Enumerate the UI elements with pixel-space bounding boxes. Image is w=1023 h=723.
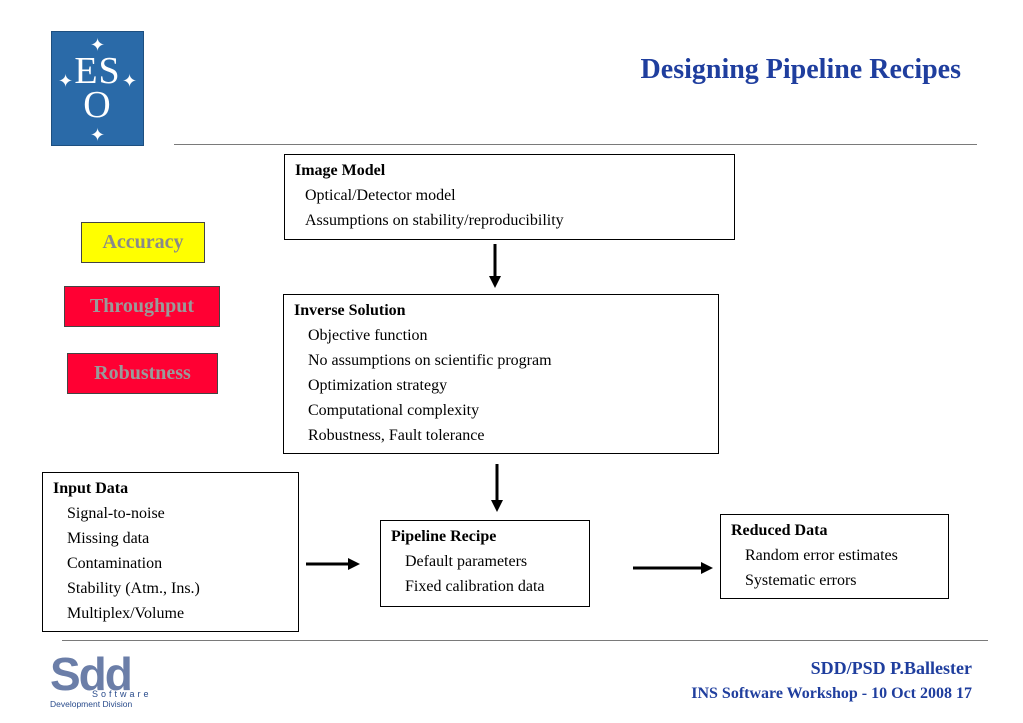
list-item: Optical/Detector model: [305, 187, 456, 204]
sdd-division-text: Development Division: [50, 699, 133, 709]
arrow-right-icon: [306, 557, 360, 571]
list-item: Random error estimates: [745, 547, 898, 564]
inverse-solution-box: Inverse Solution Objective function No a…: [283, 294, 719, 454]
list-item: Objective function: [308, 327, 428, 344]
footer-event: INS Software Workshop - 10 Oct 2008 17: [691, 685, 972, 702]
bottom-divider: [62, 640, 988, 641]
input-data-box: Input Data Signal-to-noise Missing data …: [42, 472, 299, 632]
list-item: Default parameters: [405, 553, 528, 570]
sdd-letters: Sdd: [50, 648, 133, 700]
list-item: Signal-to-noise: [67, 505, 165, 522]
sdd-software-text: Software: [92, 689, 152, 699]
top-divider: [174, 144, 977, 145]
box-title: Inverse Solution: [294, 302, 406, 319]
list-item: Robustness, Fault tolerance: [308, 427, 485, 444]
list-item: Assumptions on stability/reproducibility: [305, 212, 564, 229]
list-item: Fixed calibration data: [405, 578, 545, 595]
robustness-tag: Robustness: [67, 353, 218, 394]
box-title: Pipeline Recipe: [391, 528, 497, 545]
pipeline-recipe-box: Pipeline Recipe Default parameters Fixed…: [380, 520, 590, 607]
star-icon: ✦: [122, 71, 138, 91]
star-icon: ✦: [58, 71, 74, 91]
footer-author: SDD/PSD P.Ballester: [810, 658, 972, 678]
arrow-down-icon: [490, 464, 504, 512]
star-icon: ✦: [90, 125, 106, 145]
sdd-logo: Sdd Software Development Division: [50, 648, 162, 710]
box-title: Input Data: [53, 480, 129, 497]
eso-letters-top: ES: [74, 50, 121, 92]
list-item: No assumptions on scientific program: [308, 352, 552, 369]
reduced-data-box: Reduced Data Random error estimates Syst…: [720, 514, 949, 599]
throughput-tag: Throughput: [64, 286, 220, 327]
eso-logo: ✦ ✦ ✦ ✦ ES O: [51, 31, 144, 146]
list-item: Missing data: [67, 530, 150, 547]
accuracy-tag: Accuracy: [81, 222, 205, 263]
list-item: Stability (Atm., Ins.): [67, 580, 200, 597]
eso-letters-bottom: O: [83, 84, 112, 126]
list-item: Optimization strategy: [308, 377, 448, 394]
page-title: Designing Pipeline Recipes: [640, 54, 961, 85]
box-title: Image Model: [295, 162, 386, 179]
image-model-box: Image Model Optical/Detector model Assum…: [284, 154, 735, 240]
box-title: Reduced Data: [731, 522, 828, 539]
arrow-down-icon: [488, 244, 502, 288]
arrow-right-icon: [633, 561, 713, 575]
list-item: Contamination: [67, 555, 163, 572]
star-icon: ✦: [90, 35, 106, 55]
list-item: Multiplex/Volume: [67, 605, 185, 622]
list-item: Computational complexity: [308, 402, 480, 419]
list-item: Systematic errors: [745, 572, 857, 589]
